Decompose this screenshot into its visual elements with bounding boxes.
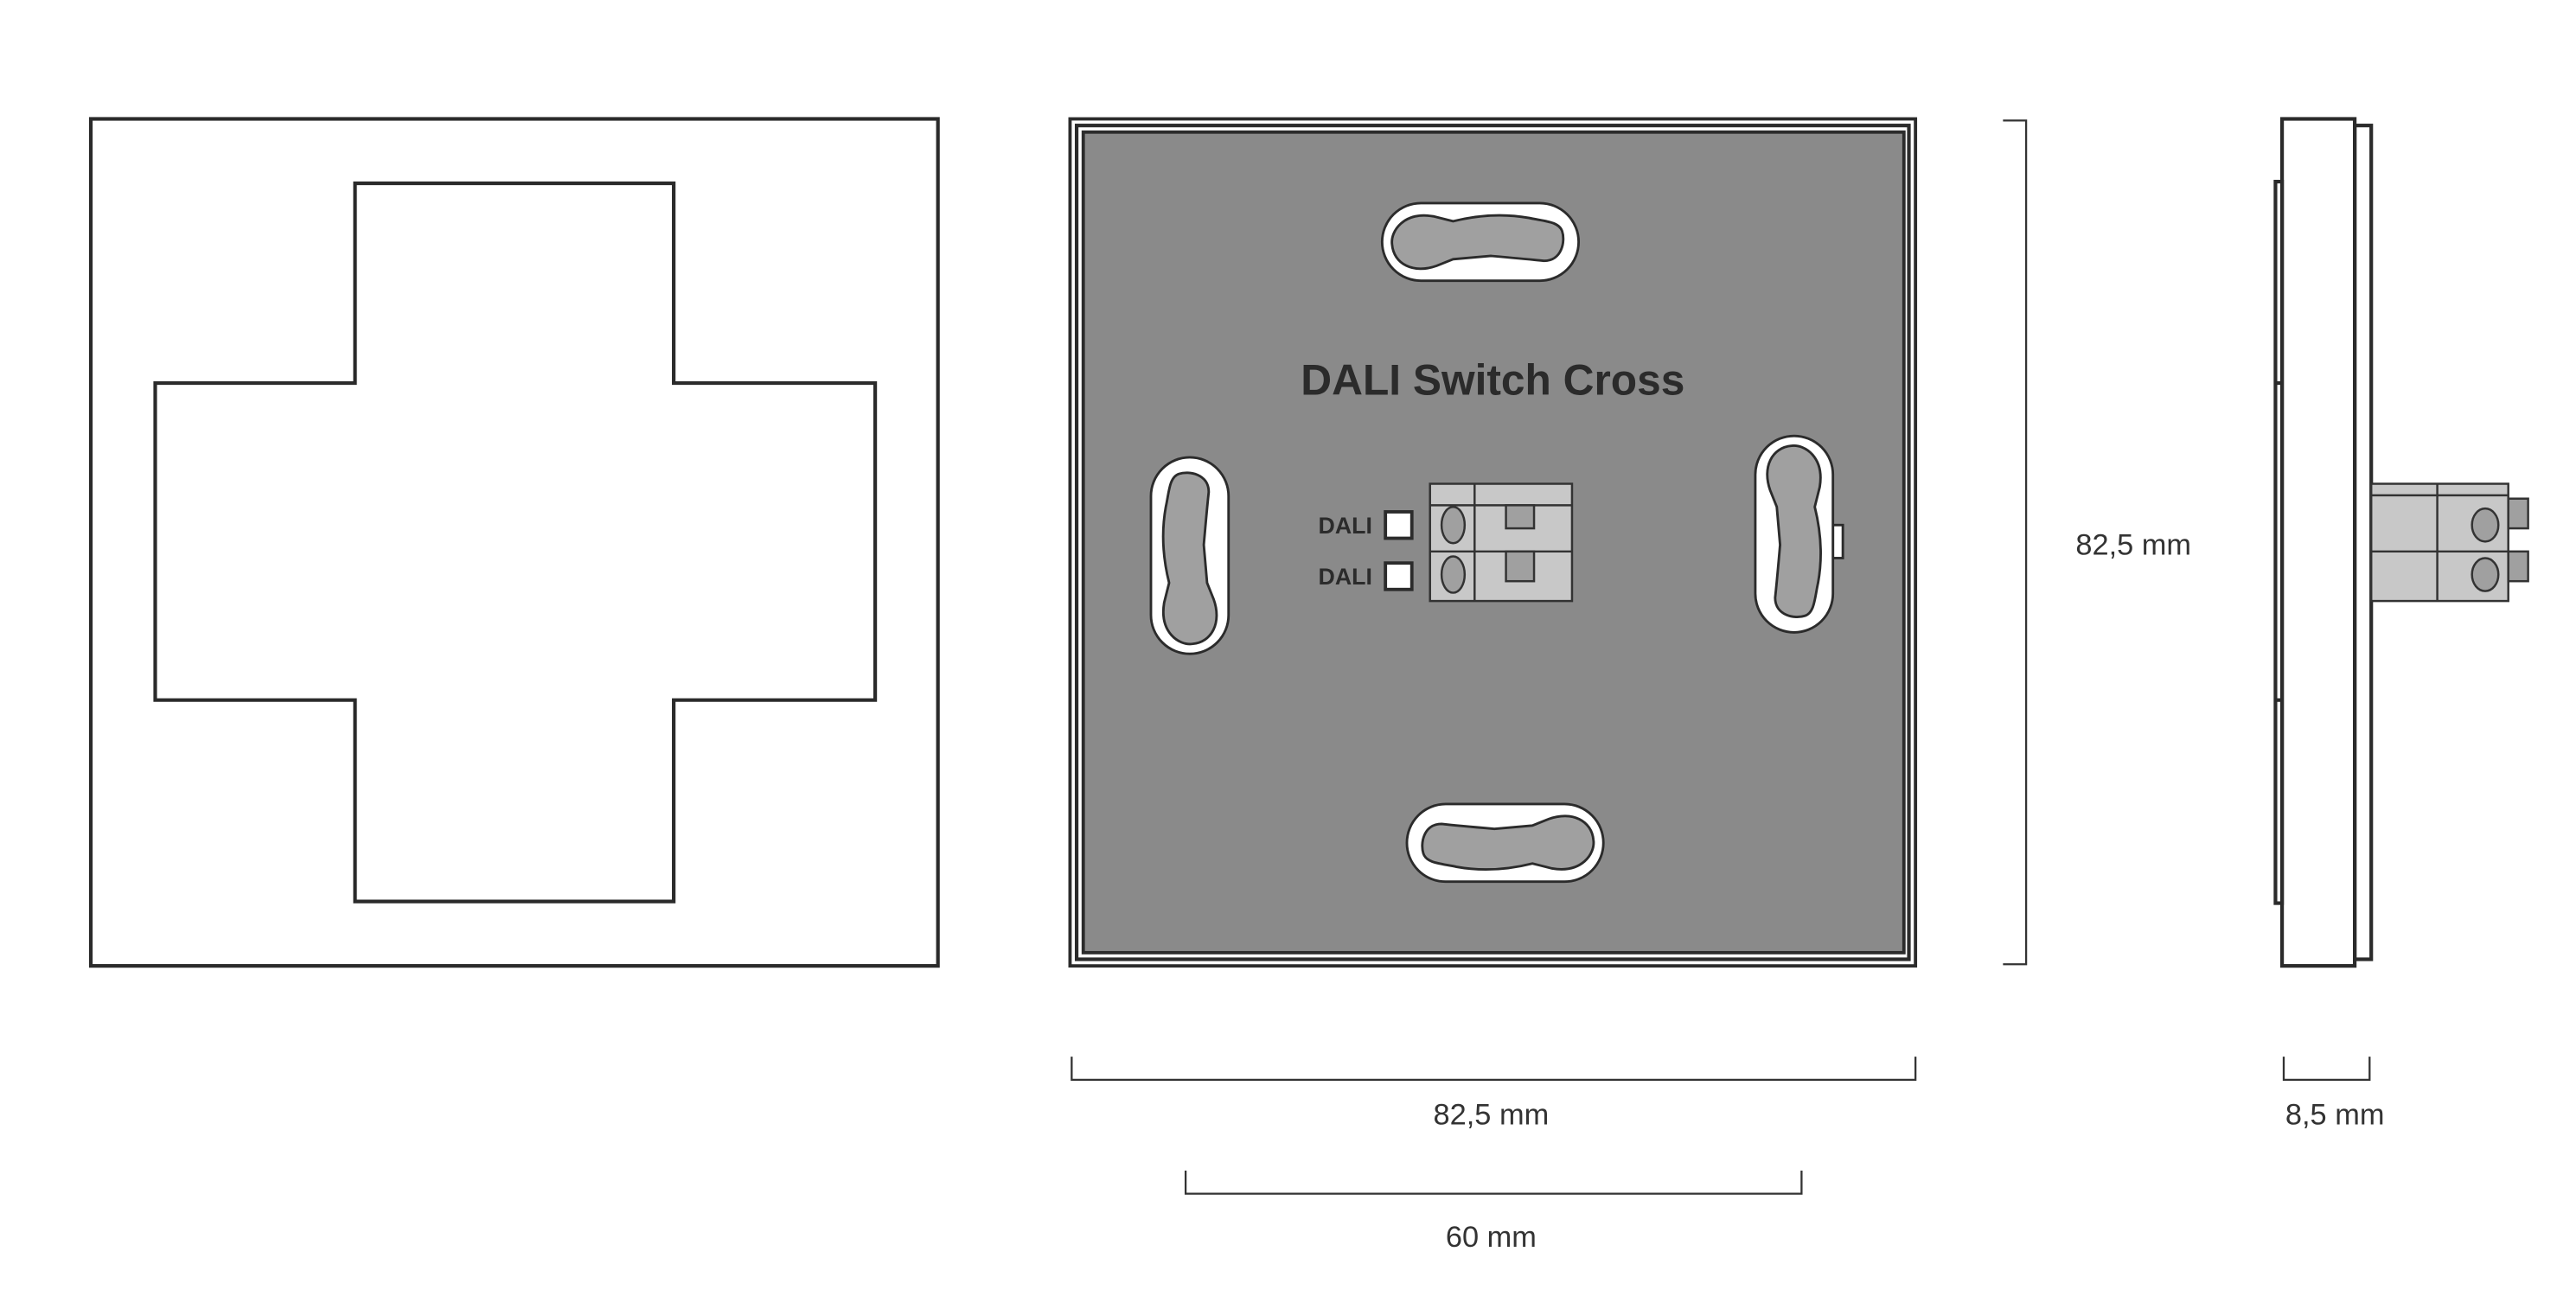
front-view: [88, 117, 940, 968]
width-dimension-label: 82,5 mm: [1434, 1098, 1550, 1131]
mounting-distance-label: 60 mm: [1446, 1221, 1537, 1254]
depth-dimension-label: 8,5 mm: [2285, 1098, 2385, 1131]
height-dimension-label: 82,5 mm: [2075, 529, 2191, 562]
side-back-plate: [2353, 124, 2374, 961]
mounting-slot-top: [1380, 201, 1581, 283]
back-view: DALI Switch Cross DALI DALI: [1068, 117, 1918, 968]
terminal-block: [1429, 482, 1574, 603]
mounting-distance-dimension: 60 mm: [1184, 1170, 1803, 1254]
front-frame: [88, 117, 940, 968]
terminal-label-2: DALI: [1319, 564, 1372, 590]
height-dimension: 82,5 mm: [2003, 119, 2191, 966]
terminal-screw-2: [1440, 555, 1467, 594]
terminal-label-1: DALI: [1319, 513, 1372, 539]
side-terminal-block: [2369, 482, 2529, 603]
cross-button: [153, 181, 878, 904]
product-label: DALI Switch Cross: [1301, 355, 1684, 404]
terminal-marker-2: [1384, 561, 1414, 591]
mounting-slot-right: [1754, 434, 1844, 634]
side-view: [2273, 117, 2529, 968]
side-body: [2279, 117, 2357, 968]
width-dimension: 82,5 mm: [1071, 1057, 1917, 1131]
terminal-marker-1: [1384, 510, 1414, 540]
mounting-slot-bottom: [1405, 802, 1605, 884]
depth-dimension: 8,5 mm: [2282, 1057, 2385, 1131]
mounting-slot-left: [1149, 456, 1230, 655]
terminal-screw-1: [1440, 506, 1467, 545]
